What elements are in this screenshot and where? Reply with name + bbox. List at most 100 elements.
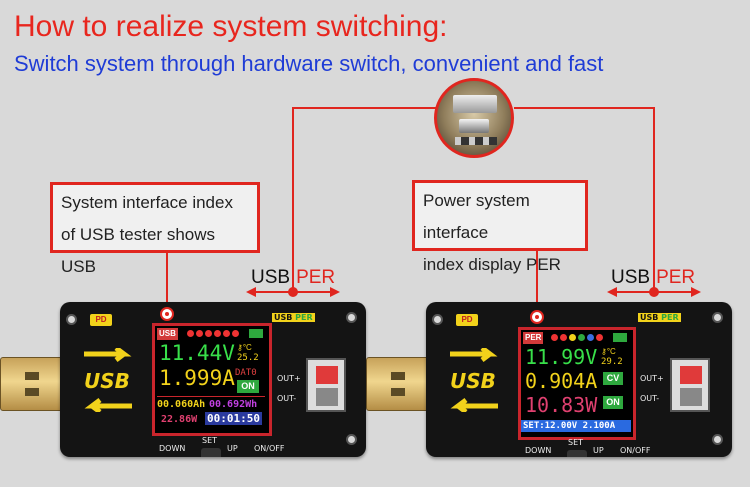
slide-switch-body bbox=[453, 95, 497, 113]
down-button-label: DOWN bbox=[159, 444, 186, 453]
indicator-dot bbox=[596, 334, 603, 341]
indicator-dot bbox=[187, 330, 194, 337]
up-button-label: UP bbox=[593, 446, 604, 455]
plug-contact-slot bbox=[25, 372, 39, 380]
voltage-readout: 11.99V bbox=[525, 345, 598, 369]
out-plus-label: OUT+ bbox=[277, 374, 301, 383]
switch-usb-label: USB bbox=[251, 267, 291, 288]
indicator-dot bbox=[205, 330, 212, 337]
plug-contact-slot bbox=[391, 388, 405, 396]
plug-contact-slot bbox=[25, 388, 39, 396]
usb-tester-board: PD USB USB 11.44V ⚷°C 25.2 1.999A DAT0 O… bbox=[60, 302, 366, 457]
usb-logo-icon: USB bbox=[78, 346, 138, 414]
cv-mode-badge: CV bbox=[603, 372, 623, 385]
output-state-badge: ON bbox=[603, 396, 623, 409]
time-readout: 00:01:50 bbox=[205, 412, 262, 425]
set-button-label: SET bbox=[202, 436, 218, 445]
tester-screen: USB 11.44V ⚷°C 25.2 1.999A DAT0 ON 00.06… bbox=[152, 323, 272, 436]
slide-switch-pins bbox=[455, 137, 497, 145]
mounting-hole bbox=[712, 434, 723, 445]
up-button-label: UP bbox=[227, 444, 238, 453]
svg-text:USB: USB bbox=[450, 369, 496, 393]
current-readout: 0.904A bbox=[525, 369, 598, 393]
switch-per-label: PER bbox=[656, 267, 696, 288]
marker-dot-inner bbox=[535, 315, 539, 319]
switch-usb-label: USB bbox=[611, 267, 651, 288]
status-bar: PER bbox=[523, 332, 629, 344]
pd-badge: PD bbox=[90, 314, 112, 326]
indicator-dot bbox=[223, 330, 230, 337]
setpoint-readout: SET:12.00V 2.100A bbox=[521, 420, 631, 432]
callout-usb-line2: of USB tester shows USB bbox=[61, 225, 216, 276]
terminal-grey-lever bbox=[680, 388, 702, 406]
data-readout: DAT0 bbox=[235, 368, 257, 378]
board-tag: USB PER bbox=[638, 313, 681, 322]
set-button-label: SET bbox=[568, 438, 584, 447]
output-terminal bbox=[306, 358, 346, 412]
callout-usb-line1: System interface index bbox=[61, 193, 233, 212]
board-tag-usb: USB bbox=[274, 313, 293, 322]
out-minus-label: OUT- bbox=[640, 394, 660, 403]
headline-subtitle: Switch system through hardware switch, c… bbox=[14, 51, 604, 76]
terminal-red-lever bbox=[680, 366, 702, 384]
set-button[interactable] bbox=[201, 448, 221, 457]
battery-icon bbox=[249, 329, 263, 338]
current-readout: 1.999A bbox=[159, 366, 235, 390]
mounting-hole bbox=[346, 434, 357, 445]
board-tag-per: PER bbox=[295, 313, 313, 322]
key-icon: ⚷°C bbox=[601, 347, 616, 356]
energy-ah-readout: 00.060Ah bbox=[157, 399, 206, 410]
terminal-red-lever bbox=[316, 366, 338, 384]
status-bar: USB bbox=[157, 328, 265, 340]
out-minus-label: OUT- bbox=[277, 394, 297, 403]
battery-icon bbox=[613, 333, 627, 342]
indicator-dot bbox=[569, 334, 576, 341]
board-tag: USB PER bbox=[272, 313, 315, 322]
indicator-dot bbox=[560, 334, 567, 341]
board-tag-usb: USB bbox=[640, 313, 659, 322]
indicator-dot bbox=[196, 330, 203, 337]
switch-per-label: PER bbox=[296, 267, 336, 288]
temperature-readout: 29.2 bbox=[601, 357, 623, 367]
output-terminal bbox=[670, 358, 710, 412]
indicator-dot bbox=[587, 334, 594, 341]
onoff-button-label: ON/OFF bbox=[254, 444, 285, 453]
plug-contact-slot bbox=[391, 372, 405, 380]
screen-divider bbox=[157, 396, 265, 397]
energy-wh-readout: 00.692Wh bbox=[209, 399, 258, 410]
key-icon: ⚷°C bbox=[237, 343, 252, 352]
marker-dot-inner bbox=[165, 312, 169, 316]
mode-tag: PER bbox=[523, 332, 544, 344]
onoff-button-label: ON/OFF bbox=[620, 446, 651, 455]
indicator-dot bbox=[578, 334, 585, 341]
power-readout: 10.83W bbox=[525, 393, 598, 417]
indicator-dot bbox=[232, 330, 239, 337]
mounting-hole bbox=[346, 312, 357, 323]
callout-per-line1: Power system interface bbox=[423, 191, 530, 242]
callout-usb-index: System interface index of USB tester sho… bbox=[50, 182, 260, 276]
mounting-hole bbox=[712, 312, 723, 323]
usb-tester-board: PD USB PER 11.99V ⚷°C 29.2 0.904A CV 10.… bbox=[426, 302, 732, 457]
callout-per-line2: index display PER bbox=[423, 255, 561, 274]
indicator-dot bbox=[214, 330, 221, 337]
power-readout: 22.86W bbox=[161, 414, 198, 425]
temperature-readout: 25.2 bbox=[237, 353, 259, 363]
headline-title: How to realize system switching: bbox=[14, 10, 448, 43]
set-button[interactable] bbox=[567, 450, 587, 457]
voltage-readout: 11.44V bbox=[159, 341, 235, 365]
indicator-dot bbox=[551, 334, 558, 341]
switch-zoom-circle bbox=[434, 78, 514, 158]
usb-a-plug bbox=[0, 357, 66, 411]
output-state-badge: ON bbox=[237, 380, 259, 393]
down-button-label: DOWN bbox=[525, 446, 552, 455]
mounting-hole bbox=[66, 314, 77, 325]
marker-dot bbox=[160, 307, 174, 321]
callout-per-index: Power system interface index display PER bbox=[412, 180, 588, 274]
usb-a-plug bbox=[366, 357, 432, 411]
pd-badge: PD bbox=[456, 314, 478, 326]
mounting-hole bbox=[432, 314, 443, 325]
terminal-grey-lever bbox=[316, 388, 338, 406]
